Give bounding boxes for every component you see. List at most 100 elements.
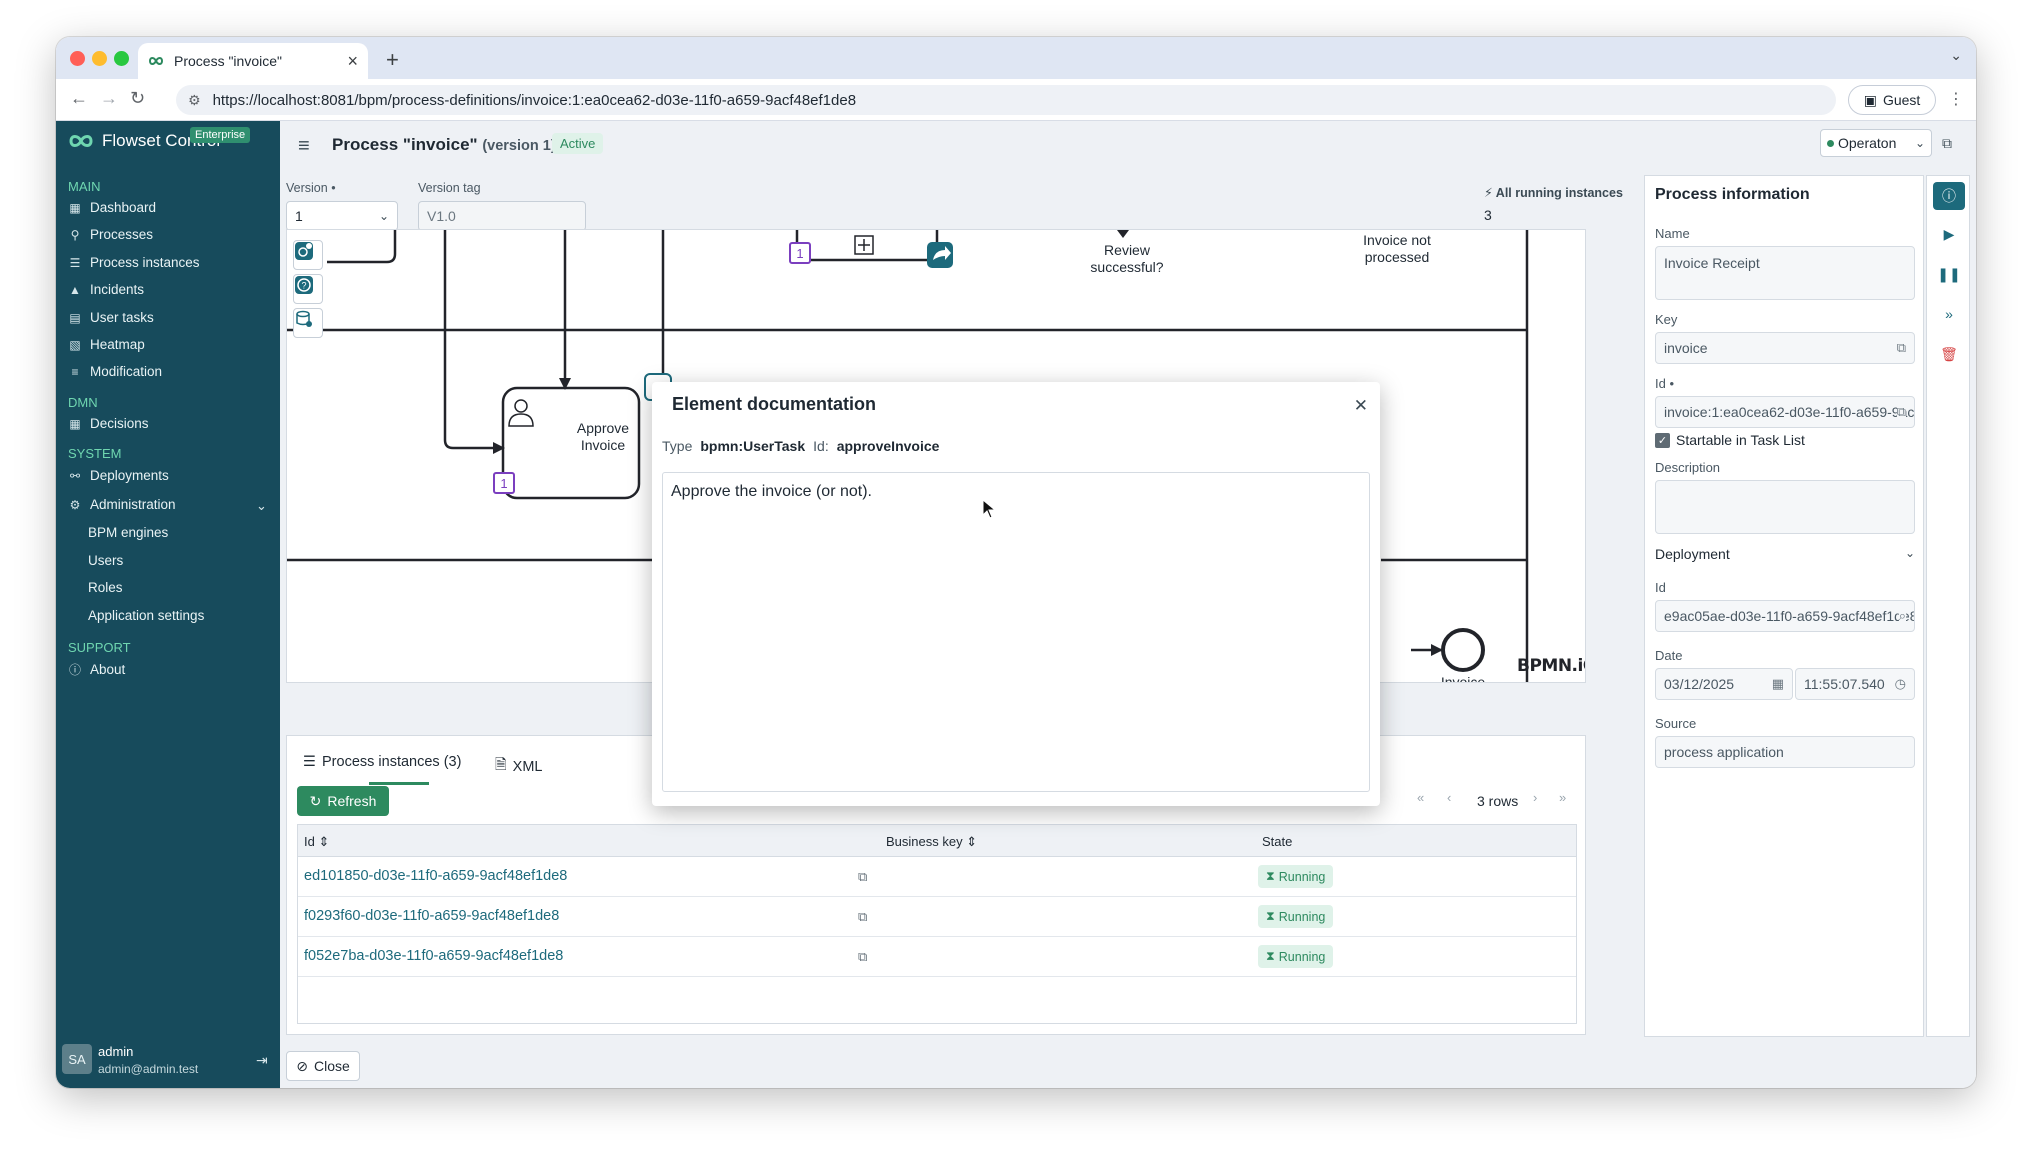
warning-icon: ▲ (69, 282, 81, 297)
bpmn-io-watermark[interactable]: BPMN.iO (1517, 656, 1585, 676)
sidebar-item-dashboard[interactable]: ▦Dashboard (68, 200, 156, 215)
delete-icon[interactable]: 🗑 (1940, 345, 1958, 362)
first-page-icon[interactable]: « (1417, 790, 1425, 805)
version-select[interactable]: 1 ⌄ (286, 201, 398, 231)
reload-icon[interactable]: ↻ (130, 88, 146, 108)
browser-tab[interactable]: Process "invoice" × (138, 43, 368, 79)
logout-icon[interactable]: ⇥ (256, 1052, 268, 1068)
startable-checkbox[interactable]: ✓ Startable in Task List (1655, 432, 1805, 448)
copy-icon[interactable]: ⧉ (1896, 404, 1906, 420)
close-window-button[interactable] (70, 51, 85, 66)
open-window-icon[interactable]: ⧉ (1942, 135, 1952, 151)
copy-icon[interactable]: ⧉ (858, 909, 868, 924)
sidebar-item-deployments[interactable]: ⚯Deployments (68, 468, 169, 483)
column-id[interactable]: Id ⇕ (304, 834, 330, 849)
sidebar-item-administration[interactable]: ⚙Administration (68, 497, 176, 512)
instance-count-marker[interactable]: 1 (789, 242, 811, 264)
element-documentation-dialog: Element documentation ✕ Type bpmn:UserTa… (652, 382, 1380, 806)
arrowhead (493, 442, 505, 454)
gear-icon: ⚙ (69, 497, 81, 512)
version-tag-field[interactable]: V1.0 (418, 201, 586, 231)
search-icon[interactable]: ⌕ (1898, 608, 1906, 624)
sidebar-item-application-settings[interactable]: Application settings (88, 608, 204, 623)
new-tab-icon[interactable]: + (386, 47, 399, 72)
instances-overlay-icon[interactable] (293, 240, 323, 270)
sidebar-item-roles[interactable]: Roles (88, 580, 123, 595)
tab-list-chevron-icon[interactable]: ⌄ (1950, 47, 1962, 63)
description-field[interactable] (1655, 480, 1915, 534)
copy-icon[interactable]: ⧉ (858, 949, 868, 964)
instance-count-marker[interactable]: 1 (493, 472, 515, 494)
documentation-text[interactable]: Approve the invoice (or not). (662, 472, 1370, 792)
next-page-icon[interactable]: › (1533, 790, 1538, 805)
sidebar-item-decisions[interactable]: ▦Decisions (68, 416, 148, 431)
sidebar-item-label: BPM engines (88, 525, 169, 540)
avatar[interactable]: SA (62, 1044, 92, 1074)
tab-xml[interactable]: 🗎 XML (495, 754, 543, 779)
tab-close-icon[interactable]: × (347, 50, 358, 71)
copy-icon[interactable]: ⧉ (858, 869, 868, 884)
version-tag-value: V1.0 (427, 208, 456, 224)
tab-process-instances[interactable]: ☰ Process instances (3) (303, 754, 461, 770)
bpmn-canvas (287, 230, 1529, 682)
instance-id-link[interactable]: ed101850-d03e-11f0-a659-9acf48ef1de8 (304, 868, 568, 884)
back-arrow-icon[interactable]: ← (70, 88, 88, 108)
instance-id-link[interactable]: f0293f60-d03e-11f0-a659-9acf48ef1de8 (304, 908, 560, 924)
key-field[interactable]: invoice⧉ (1655, 332, 1915, 364)
menu-toggle-icon[interactable]: ≡ (298, 135, 310, 157)
info-icon[interactable]: ⓘ (1933, 182, 1965, 210)
id-field[interactable]: invoice:1:ea0cea62-d03e-11f0-a659-9acf48… (1655, 396, 1915, 428)
refresh-button[interactable]: ↻ Refresh (297, 786, 389, 816)
close-icon[interactable]: ✕ (1353, 396, 1368, 415)
deployment-id-label: Id (1655, 580, 1666, 595)
table-row: f052e7ba-d03e-11f0-a659-9acf48ef1de8 ⧉ ⧗… (298, 937, 1576, 977)
cancel-icon: ⊘ (296, 1057, 308, 1074)
instance-id-link[interactable]: f052e7ba-d03e-11f0-a659-9acf48ef1de8 (304, 948, 564, 964)
state-badge: ⧗Running (1258, 865, 1334, 888)
approve-invoice-task (501, 386, 641, 500)
info-icon: ⓘ (68, 663, 81, 677)
play-icon[interactable]: ▶ (1943, 225, 1955, 242)
sidebar-item-process-instances[interactable]: ☰Process instances (68, 255, 200, 270)
previous-page-icon[interactable]: ‹ (1447, 790, 1452, 805)
deployment-section-toggle[interactable]: Deployment ⌄ (1655, 546, 1915, 562)
fast-forward-icon[interactable]: » (1945, 306, 1953, 322)
copy-icon[interactable]: ⧉ (1896, 340, 1906, 356)
sidebar-item-users[interactable]: Users (88, 553, 123, 568)
maximize-window-button[interactable] (114, 51, 129, 66)
forward-arrow-icon[interactable]: → (100, 88, 118, 108)
page-title: Process "invoice" (version 1) (332, 135, 556, 155)
clock-icon[interactable]: ◷ (1894, 676, 1906, 692)
sidebar-item-modification[interactable]: ≡Modification (68, 364, 162, 379)
sidebar-item-processes[interactable]: ⚲Processes (68, 227, 153, 242)
last-page-icon[interactable]: » (1559, 790, 1567, 805)
browser-menu-icon[interactable]: ⋮ (1948, 91, 1964, 108)
profile-button[interactable]: ▣ Guest (1848, 85, 1936, 115)
refresh-icon: ↻ (309, 792, 322, 809)
source-field[interactable]: process application (1655, 736, 1915, 768)
calendar-icon[interactable]: ▦ (1771, 676, 1784, 692)
table-header: Id ⇕ Business key ⇕ State (298, 825, 1576, 857)
sidebar-item-bpm-engines[interactable]: BPM engines (88, 525, 168, 540)
database-icon[interactable] (293, 308, 323, 338)
url-text: https://localhost:8081/bpm/process-defin… (212, 91, 857, 109)
help-icon[interactable]: ? (293, 274, 323, 304)
column-business-key[interactable]: Business key ⇕ (886, 834, 978, 849)
close-label: Close (313, 1058, 350, 1074)
date-field[interactable]: 03/12/2025▦ (1655, 668, 1793, 700)
name-field[interactable]: Invoice Receipt (1655, 246, 1915, 300)
pause-icon[interactable]: ❚❚ (1937, 265, 1961, 282)
engine-name: Operaton (1838, 135, 1897, 151)
close-button[interactable]: ⊘ Close (286, 1051, 360, 1081)
address-bar[interactable]: ⚙ https://localhost:8081/bpm/process-def… (176, 85, 1836, 115)
chevron-down-icon[interactable]: ⌄ (256, 498, 267, 513)
site-info-icon[interactable]: ⚙ (188, 91, 201, 108)
sidebar-item-heatmap[interactable]: ▧Heatmap (68, 337, 144, 352)
sidebar-item-user-tasks[interactable]: ▤User tasks (68, 310, 153, 325)
sidebar-item-incidents[interactable]: ▲Incidents (68, 282, 144, 297)
time-field[interactable]: 11:55:07.540◷ (1795, 668, 1915, 700)
deployment-id-field[interactable]: e9ac05ae-d03e-11f0-a659-9acf48ef1de8⌕ (1655, 600, 1915, 632)
minimize-window-button[interactable] (92, 51, 107, 66)
engine-select[interactable]: Operaton ⌄ (1820, 129, 1932, 157)
